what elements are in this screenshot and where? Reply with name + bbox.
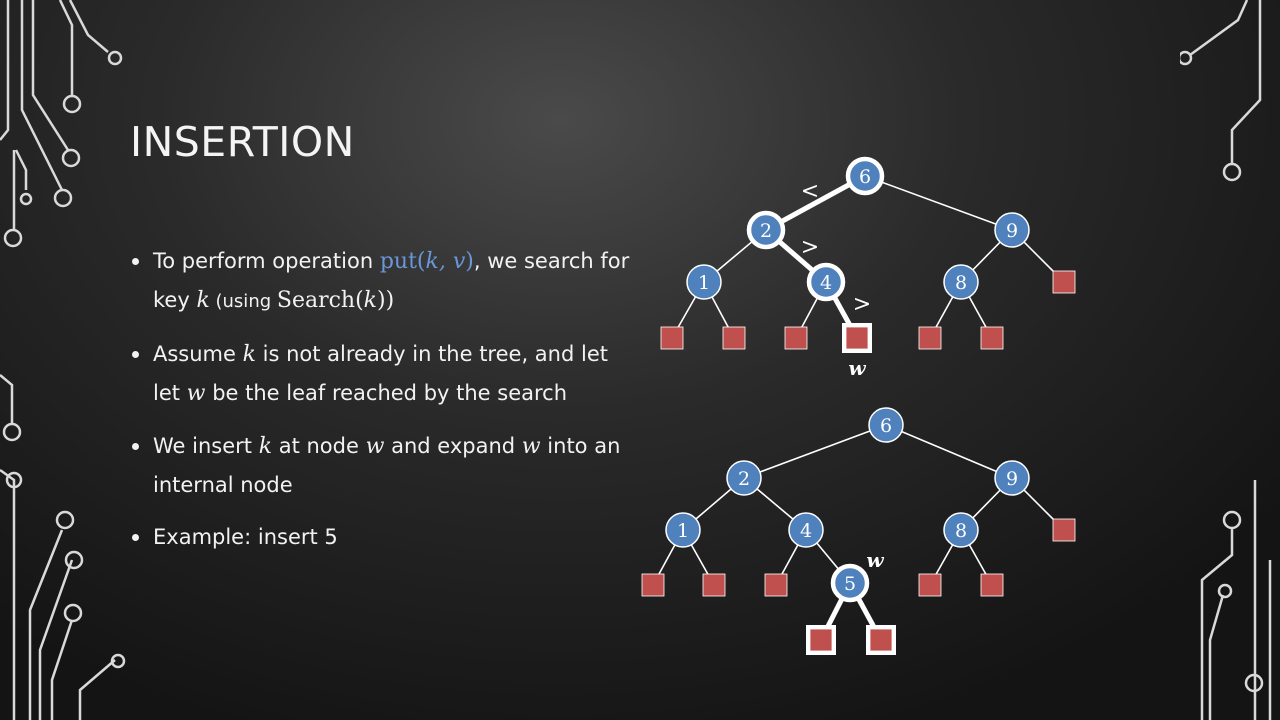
tree-node-5: 5	[830, 563, 870, 603]
node-label: 9	[1006, 220, 1018, 242]
leaf-node	[918, 326, 942, 350]
tree-node-2: 2	[726, 460, 762, 496]
math-k: k	[258, 434, 273, 459]
leaf-node	[980, 326, 1004, 350]
tree-edge	[864, 175, 1013, 231]
bullet-dot	[132, 258, 139, 265]
bullet-dot	[132, 443, 139, 450]
circuit-decoration-right	[1180, 0, 1272, 720]
bullet-dot	[132, 534, 139, 541]
leaf-node	[641, 573, 665, 597]
tree-node-6: 6	[868, 407, 904, 443]
node-label: 1	[698, 272, 710, 294]
bullet-example: Example: insert 5	[130, 518, 630, 556]
node-label: 2	[760, 220, 772, 242]
node-label: 6	[880, 415, 892, 437]
tree-node-2: 2	[746, 210, 786, 250]
leaf-node	[702, 573, 726, 597]
node-circle	[806, 262, 846, 302]
math-w: w	[186, 381, 206, 406]
tree-node-6: 6	[845, 156, 885, 196]
bullet-list: To perform operation put(k, v), we searc…	[130, 242, 630, 570]
math-put: put(k, v)	[379, 249, 474, 274]
node-label: 5	[844, 573, 856, 595]
node-circle	[994, 460, 1030, 496]
node-circle	[868, 407, 904, 443]
node-circle	[746, 210, 786, 250]
math-k: k	[242, 342, 256, 367]
leaf-node	[660, 326, 684, 350]
node-circle	[994, 212, 1030, 248]
node-circle	[686, 264, 722, 300]
node-circle	[943, 512, 979, 548]
math-k: k	[196, 288, 210, 313]
node-label: 4	[820, 272, 832, 294]
math-w: w	[521, 434, 541, 459]
node-circle	[726, 460, 762, 496]
node-label: 8	[955, 272, 967, 294]
tree-node-9: 9	[994, 212, 1030, 248]
tree-node-4: 4	[788, 512, 824, 548]
node-label: 2	[738, 468, 750, 490]
node-label: 1	[677, 520, 689, 542]
bullet-dot	[132, 351, 139, 358]
node-circle	[665, 512, 701, 548]
comparison-greater-than: >	[801, 235, 819, 260]
leaf-node	[809, 628, 833, 652]
node-circle	[830, 563, 870, 603]
bullet-assume: Assume k is not already in the tree, and…	[130, 335, 630, 413]
bullet-put-operation: To perform operation put(k, v), we searc…	[130, 242, 630, 321]
node-w-label: w	[866, 548, 884, 572]
slide-title: INSERTION	[130, 118, 355, 166]
tree-node-1: 1	[665, 512, 701, 548]
tree-edge	[743, 424, 887, 479]
node-label: 9	[1006, 468, 1018, 490]
leaf-node	[722, 326, 746, 350]
bullet-insert: We insert k at node w and expand w into …	[130, 427, 630, 504]
node-circle	[788, 512, 824, 548]
leaf-node	[764, 573, 788, 597]
node-circle	[943, 264, 979, 300]
node-label: 4	[800, 520, 812, 542]
leaf-node	[918, 573, 942, 597]
node-label: 6	[859, 166, 871, 188]
circuit-decoration-left	[0, 0, 126, 720]
leaf-w-label: w	[848, 356, 866, 380]
comparison-less-than: <	[801, 179, 819, 204]
tree-node-8: 8	[943, 512, 979, 548]
leaf-node	[784, 326, 808, 350]
tree-node-1: 1	[686, 264, 722, 300]
leaf-node	[1052, 270, 1076, 294]
tree-node-8: 8	[943, 264, 979, 300]
tree-node-9: 9	[994, 460, 1030, 496]
leaf-node	[845, 326, 869, 350]
comparison-greater-than: >	[853, 292, 871, 317]
node-circle	[845, 156, 885, 196]
leaf-node	[980, 573, 1004, 597]
leaf-node	[1052, 518, 1076, 542]
tree-node-4: 4	[806, 262, 846, 302]
math-w: w	[365, 434, 385, 459]
tree-edge	[885, 424, 1013, 479]
node-label: 8	[955, 520, 967, 542]
math-search: Search(k))	[276, 288, 395, 313]
leaf-node	[869, 628, 893, 652]
